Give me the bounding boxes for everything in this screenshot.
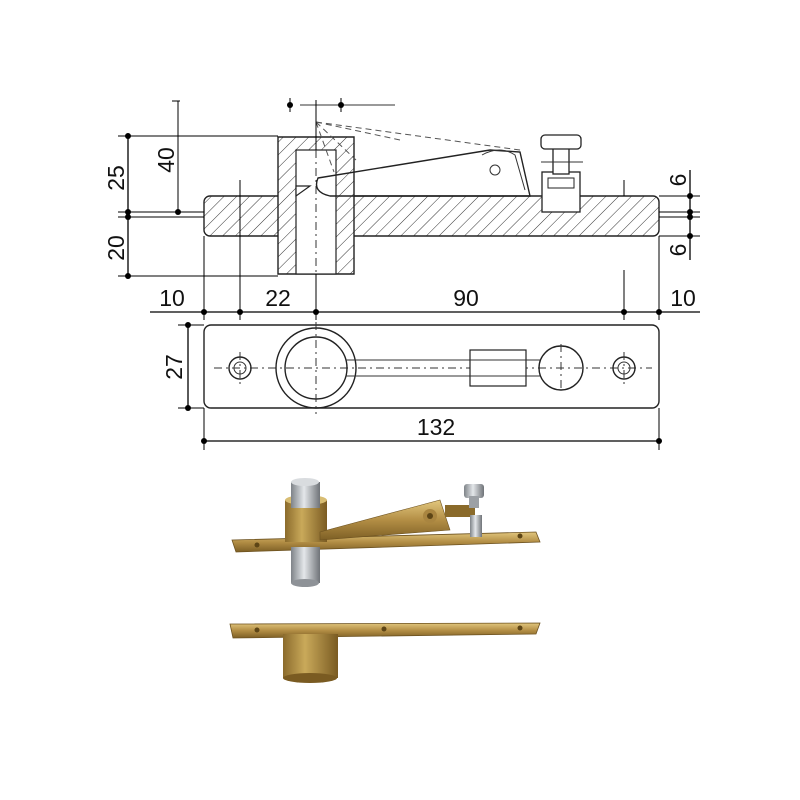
dim-left-lower: 20 xyxy=(103,235,129,261)
pivot-pin-tip xyxy=(295,185,312,198)
dim-right-upper: 6 xyxy=(665,174,691,187)
product-photo-lower-part xyxy=(229,622,541,683)
adjust-screw-head xyxy=(540,134,582,150)
dim-right-lower: 6 xyxy=(665,244,691,257)
steel-pin-bottom xyxy=(291,547,320,583)
dim-margin-left: 10 xyxy=(159,285,185,311)
steel-pin-top xyxy=(291,482,320,508)
dim-center-distance: 90 xyxy=(453,285,479,311)
lower-socket-photo xyxy=(283,634,338,678)
horizontal-dimension-row: 10 22 90 10 xyxy=(150,285,700,315)
lever-arm xyxy=(315,149,531,197)
slide-block xyxy=(469,349,527,387)
lever-pivot-hole xyxy=(489,164,501,176)
dim-spindle-offset: 22 xyxy=(265,285,291,311)
dim-plate-width: 27 xyxy=(161,354,187,380)
side-section-view: 25 40 20 6 6 xyxy=(103,98,700,320)
adjust-screw-photo xyxy=(464,484,484,498)
dim-left-total: 40 xyxy=(153,147,179,173)
product-photo-upper-part xyxy=(231,478,541,587)
base-plate-section xyxy=(203,195,660,237)
plan-view: 27 132 xyxy=(161,322,662,450)
dim-margin-right: 10 xyxy=(670,285,696,311)
plate-outline xyxy=(203,324,660,409)
dim-left-upper: 25 xyxy=(103,165,129,191)
adjust-screw xyxy=(552,147,570,175)
dim-plate-length: 132 xyxy=(417,414,455,440)
